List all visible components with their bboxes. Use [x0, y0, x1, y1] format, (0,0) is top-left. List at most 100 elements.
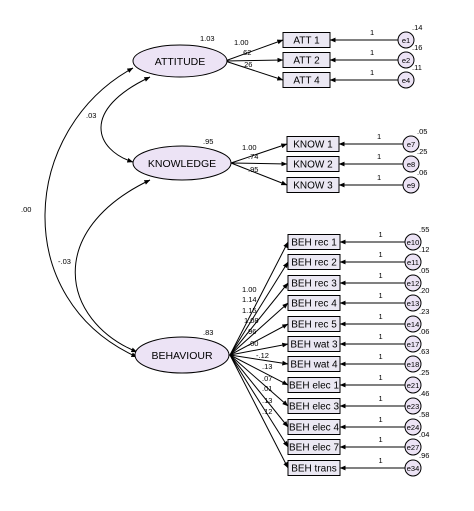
loading-label: .26 [242, 60, 252, 69]
indicator-label: BEH rec 2 [291, 258, 337, 269]
loading-path [229, 354, 289, 366]
error-label: e11 [407, 258, 419, 267]
error-path-label: 1 [379, 332, 383, 341]
loading-path [224, 39, 284, 62]
loading-path [230, 162, 288, 186]
error-variance: .06 [419, 327, 429, 336]
loading-label: 1.00 [242, 285, 257, 294]
error-variance: .23 [419, 307, 429, 316]
error-path-label: 1 [379, 291, 383, 300]
latent-attitude-variance: 1.03 [200, 34, 215, 43]
loading-label: .74 [248, 152, 258, 161]
error-label: e9 [407, 181, 415, 190]
loading-path [229, 282, 289, 356]
loading-path [229, 354, 289, 407]
covariance-knowledge-behaviour [74, 179, 151, 353]
error-circle [404, 438, 422, 456]
error-variance: .25 [419, 368, 429, 377]
indicator-label: BEH wat 4 [290, 360, 338, 371]
loading-path [229, 354, 289, 386]
latent-knowledge: KNOWLEDGE .95 [132, 137, 232, 181]
covariances: .03 .00 -.03 [21, 67, 151, 358]
error-path-label: 1 [379, 456, 383, 465]
error-label: e23 [407, 402, 420, 411]
error-path-label: 1 [370, 68, 374, 77]
loading-path [229, 354, 289, 428]
indicator-label: BEH rec 1 [291, 238, 337, 249]
error-path-label: 1 [379, 394, 383, 403]
covariance-attitude-behaviour [44, 67, 138, 358]
error-circle [404, 397, 422, 415]
error-path-label: 1 [377, 173, 381, 182]
error-variance: .58 [419, 410, 429, 419]
indicator-label: ATT 4 [293, 76, 320, 87]
error-circle [402, 155, 420, 173]
loading-path [229, 241, 289, 356]
error-label: e21 [407, 381, 420, 390]
error-label: e4 [402, 76, 410, 85]
error-path-label: 1 [370, 28, 374, 37]
error-circle [404, 355, 422, 373]
error-label: e18 [407, 360, 420, 369]
error-circle [397, 51, 415, 69]
error-label: e17 [407, 340, 420, 349]
error-variance: .05 [417, 127, 427, 136]
covariance-label-attitude-knowledge: .03 [86, 111, 96, 120]
loading-path [224, 57, 284, 63]
covariance-label-knowledge-behaviour: -.03 [58, 257, 71, 266]
error-circle [397, 31, 415, 49]
error-label: e13 [407, 299, 420, 308]
loading-label: -.12 [256, 351, 269, 360]
error-label: e24 [407, 423, 420, 432]
error-variance: .06 [417, 168, 427, 177]
error-circle [404, 459, 422, 477]
latent-attitude: ATTITUDE 1.03 [132, 34, 228, 78]
indicator-label: KNOW 2 [293, 160, 333, 171]
error-variance: .05 [419, 266, 429, 275]
error-path-label: 1 [379, 250, 383, 259]
error-variance: .25 [417, 147, 427, 156]
error-path-label: 1 [377, 132, 381, 141]
latent-behaviour: BEHAVIOUR .83 [134, 328, 230, 374]
error-variance: .96 [419, 451, 429, 460]
error-path-label: 1 [377, 152, 381, 161]
error-variance: .12 [419, 245, 429, 254]
error-circle [404, 274, 422, 292]
error-label: e2 [402, 56, 410, 65]
error-label: e7 [407, 140, 415, 149]
indicator-label: BEH elec 3 [289, 402, 339, 413]
error-variance: .63 [419, 347, 429, 356]
indicator-label: BEH rec 4 [291, 299, 337, 310]
loading-path [229, 302, 289, 356]
error-circle [404, 376, 422, 394]
loading-label: .96 [246, 327, 256, 336]
error-label: e10 [407, 238, 420, 247]
path-arrows: 1.00.62.261.00.74.951.001.141.151.08.96.… [224, 38, 289, 469]
loading-label: .12 [262, 407, 272, 416]
latent-attitude-ellipse [132, 44, 228, 78]
loading-label: .00 [248, 339, 258, 348]
latent-behaviour-label: BEHAVIOUR [151, 350, 212, 362]
latent-knowledge-label: KNOWLEDGE [148, 158, 216, 170]
error-circle [397, 71, 415, 89]
error-path-label: 1 [379, 435, 383, 444]
indicator-label: KNOW 1 [293, 140, 333, 151]
loading-label: .13 [262, 362, 272, 371]
covariance-label-attitude-behaviour: .00 [21, 205, 31, 214]
error-path-label: 1 [379, 312, 383, 321]
error-variance: .46 [419, 389, 429, 398]
covariance-attitude-knowledge [100, 76, 151, 163]
loading-label: .95 [248, 165, 258, 174]
indicator-label: KNOW 3 [293, 181, 333, 192]
error-circle [404, 335, 422, 353]
error-circle [402, 176, 420, 194]
loading-path [229, 261, 289, 356]
latent-knowledge-variance: .95 [203, 137, 213, 146]
error-circle [404, 418, 422, 436]
indicator-label: ATT 2 [293, 56, 320, 67]
error-path-label: 1 [370, 48, 374, 57]
error-circle [404, 315, 422, 333]
error-terms: 1e1.141e2.161e4.111e7.051e8.251e9.061e10… [329, 23, 429, 477]
indicator-label: BEH rec 3 [291, 279, 337, 290]
